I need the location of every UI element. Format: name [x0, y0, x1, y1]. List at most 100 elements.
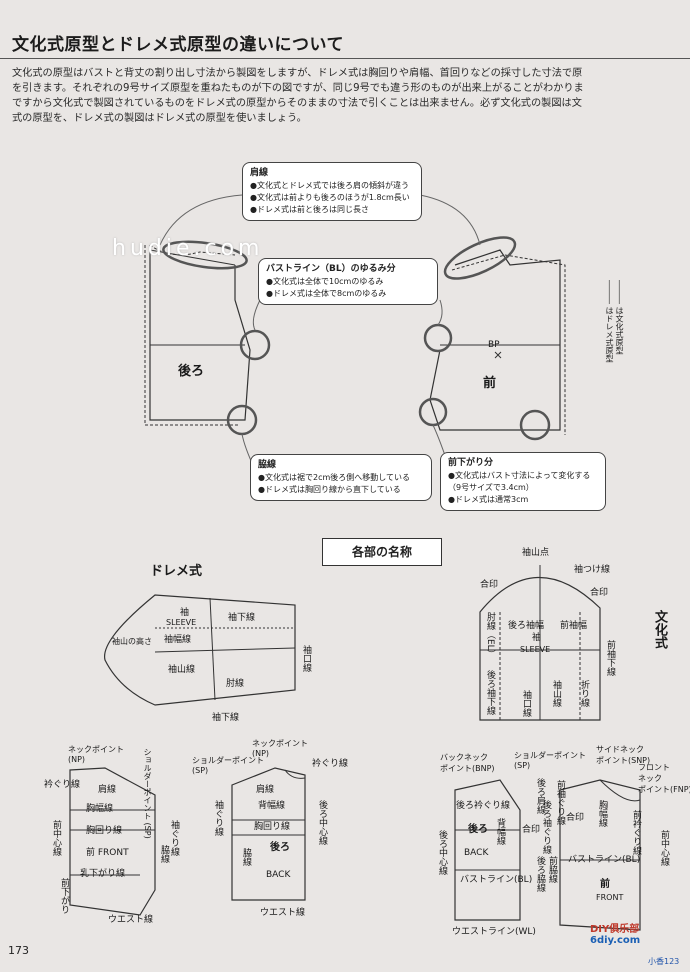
dreme-sleeve-l4: 袖山線 — [168, 665, 196, 675]
bunka-l13: 後ろ脇線 — [535, 856, 545, 892]
dreme-sleeve-l1: 袖下線 — [228, 613, 256, 623]
dreme-front-l4: 胸回り線 — [86, 826, 123, 836]
bunka-l5: 後ろ袖ぐり線 — [541, 800, 551, 854]
callout-line: ●文化式はバスト寸法によって変化する — [448, 471, 591, 480]
dreme-front-l5: 乳下がり線 — [80, 869, 126, 879]
bunka-sleeve-top: 袖山点 — [522, 548, 550, 558]
page-number: 173 — [8, 944, 29, 957]
callout-title: 脇線 — [258, 460, 277, 470]
bunka-sleeve-l11: 折り線 — [579, 680, 589, 707]
bunka-sleeve-l10: 袖口線 — [521, 690, 531, 717]
shoulder-callout: 肩線 ●文化式とドレメ式では後ろ肩の傾斜が違う ●文化式は前よりも後ろのほうが1… — [242, 162, 422, 221]
bunka-l11: バストライン(BL) — [460, 875, 533, 885]
dreme-back-l3: 背幅線 — [258, 801, 286, 811]
section-heading: 各部の名称 — [322, 538, 442, 566]
bunka-l1: 後ろ衿ぐり線 — [456, 801, 511, 811]
dreme-back-l7: 脇線 — [241, 848, 251, 866]
bunka-sleeve-l1: 袖つけ線 — [574, 565, 611, 575]
dreme-back-l5: 後ろ中心線 — [317, 800, 327, 845]
bunka-back-en: BACK — [464, 848, 489, 858]
page-title: 文化式原型とドレメ式原型の違いについて — [12, 35, 344, 55]
dreme-front-l1: 衿ぐり線 — [44, 780, 81, 790]
bunka-snp: サイドネック ポイント(SNP) — [596, 745, 651, 765]
bunka-sp: ショルダーポイント (SP) — [514, 751, 586, 770]
dreme-front-name: 前 FRONT — [86, 848, 129, 858]
bunka-sleeve-l3: 合印 — [590, 588, 609, 598]
back-label: 後ろ — [178, 364, 205, 379]
dreme-sleeve-l5: 肘線 — [226, 679, 245, 689]
dreme-sleeve-l2: 袖幅線 — [164, 635, 192, 645]
title-rule — [0, 58, 690, 59]
bunka-front-en: FRONT — [596, 893, 624, 902]
bunka-sleeve-diagram — [479, 565, 601, 721]
bunka-heading: 文化式 — [652, 610, 667, 649]
dreme-sleeve-en: SLEEVE — [166, 618, 197, 627]
bunka-l6: 前袖ぐり線 — [555, 780, 565, 825]
bunka-l10: 後ろ中心線 — [437, 830, 447, 875]
bunka-back: 後ろ — [468, 824, 488, 835]
bunka-sleeve-name: 袖 — [532, 633, 542, 643]
bunka-l3: 背幅線 — [495, 818, 505, 845]
logo-cn: DIY俱乐部 — [590, 924, 640, 935]
bunka-sleeve-l5: 前袖幅 — [560, 621, 588, 631]
dreme-back-l6: 袖ぐり線 — [213, 800, 223, 836]
bunka-sleeve-l9: 前袖下線 — [605, 640, 615, 676]
legend-item: ――― は文化式原型 — [615, 280, 624, 355]
callout-line: ●ドレメ式は胸回り線から直下している — [258, 485, 401, 494]
bunka-sleeve-l8: 後ろ袖下線 — [485, 670, 495, 715]
bunka-bnp: バックネック ポイント(BNP) — [440, 753, 495, 773]
side-seam-callout: 脇線 ●文化式は裾で2cm後ろ側へ移動している ●ドレメ式は胸回り線から直下して… — [250, 454, 432, 501]
bustline-callout: バストライン（BL）のゆるみ分 ●文化式は全体で10cmのゆるみ ●ドレメ式は全… — [258, 258, 438, 305]
bunka-l16: バストライン(BL) — [568, 855, 641, 865]
callout-title: 肩線 — [250, 168, 269, 178]
dreme-front-l6: 前中心線 — [51, 820, 61, 856]
dreme-back-l8: ウエスト線 — [260, 908, 306, 918]
callout-line: （9号サイズで3.4cm） — [448, 483, 534, 492]
callout-line: ●ドレメ式は全体で8cmのゆるみ — [266, 289, 387, 298]
dreme-back-l1: 衿ぐり線 — [312, 759, 349, 769]
bunka-sleeve-l4: 後ろ袖幅 — [508, 621, 545, 631]
bunka-l9: 合印 — [566, 813, 585, 823]
logo-text: 6diy.com — [590, 935, 641, 946]
callout-title: バストライン（BL）のゆるみ分 — [266, 264, 396, 274]
bp-label: BP — [488, 340, 500, 350]
dreme-sleeve-l6: 袖口線 — [301, 645, 311, 672]
dreme-front-l9: 脇線 — [159, 845, 169, 863]
back-bodice-diagram — [144, 240, 271, 436]
dreme-back-l2: 肩線 — [256, 785, 275, 795]
dreme-front-l3: 胸幅線 — [86, 804, 114, 814]
dreme-sleeve-name: 袖 — [180, 608, 190, 618]
bunka-l8: 前衿ぐり線 — [631, 810, 641, 855]
callout-line: ●文化式とドレメ式では後ろ肩の傾斜が違う — [250, 181, 409, 190]
bunka-l14: 前脇線 — [547, 856, 557, 883]
callout-line: ●ドレメ式は前と後ろは同じ長さ — [250, 205, 369, 214]
watermark: hudie.com — [112, 236, 264, 261]
dreme-back-np: ネックポイント (NP) — [252, 739, 308, 758]
dreme-front-l10: 袖ぐり線 — [169, 820, 179, 856]
bunka-sleeve-l7: 袖山線 — [551, 680, 561, 707]
intro-paragraph: 文化式の原型はバストと背丈の割り出し寸法から製図をしますが、ドレメ式は胸回りや肩… — [12, 66, 684, 126]
callout-line: ●文化式は前よりも後ろのほうが1.8cm長い — [250, 193, 410, 202]
callout-line: ●文化式は全体で10cmのゆるみ — [266, 277, 384, 286]
bunka-l2: 後ろ肩線 — [535, 778, 545, 814]
dreme-back-sp: ショルダーポイント (SP) — [192, 756, 264, 775]
bunka-fnp: フロント ネック ポイント(FNP) — [638, 763, 690, 794]
bunka-sleeve-l6: 肘線（EL） — [485, 612, 495, 659]
callout-line: ●文化式は裾で2cm後ろ側へ移動している — [258, 473, 411, 482]
logo-small-text: 小香123 — [648, 957, 680, 966]
intro-line: ですから文化式で製図されているものをドレメ式の原型からそのままの寸法で引くことは… — [12, 98, 582, 109]
dreme-front-l8: ウエスト線 — [108, 915, 154, 925]
front-bodice-diagram — [418, 236, 566, 441]
bunka-sleeve-l2: 合印 — [480, 580, 499, 590]
bunka-l4: 合印 — [522, 825, 541, 835]
dreme-sleeve-l3: 袖山の高さ — [112, 637, 152, 646]
bunka-l7: 胸幅線 — [597, 800, 607, 827]
dreme-back-name: 後ろ — [270, 842, 290, 853]
dreme-front-l2: 肩線 — [98, 785, 117, 795]
callout-title: 前下がり分 — [448, 458, 494, 468]
dreme-back-l4: 胸回り線 — [254, 822, 291, 832]
dreme-back-en: BACK — [266, 870, 291, 880]
line-legend: ――― は文化式原型 ――― はドレメ式原型 — [604, 280, 624, 363]
dreme-heading: ドレメ式 — [150, 564, 203, 579]
